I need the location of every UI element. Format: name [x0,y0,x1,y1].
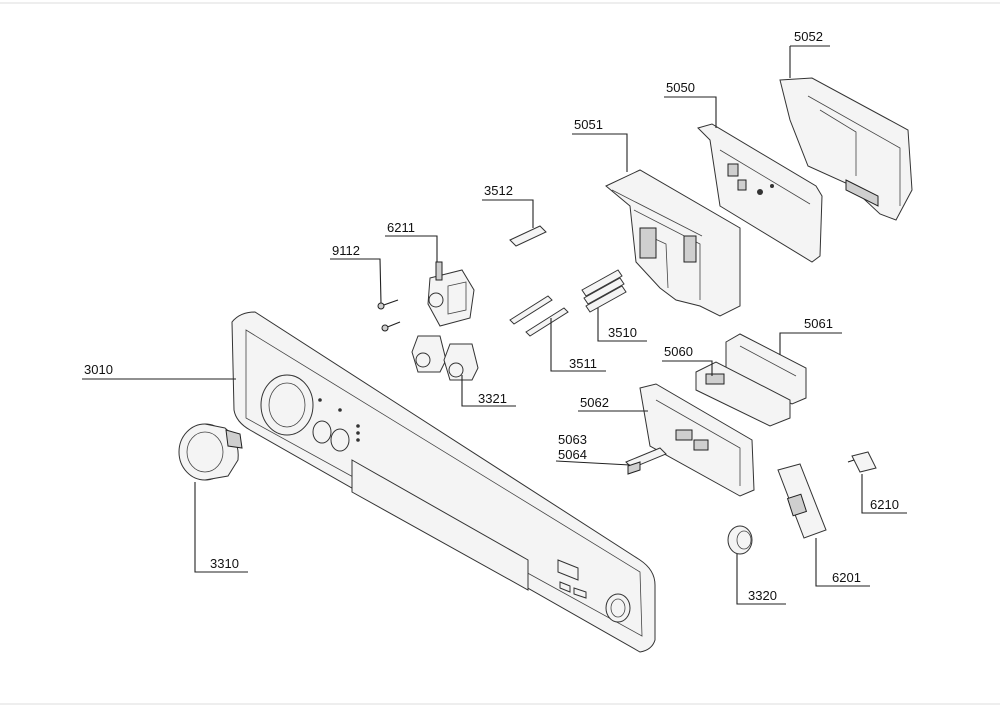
label-5063: 5063 [558,432,587,447]
cover-5052 [779,77,913,221]
electronic-frame-5051 [605,169,741,317]
leader-lines [82,45,907,605]
circuit-board-5050 [697,123,823,263]
part-5060 [695,361,791,427]
label-3511: 3511 [569,356,597,371]
label-5061: 5061 [804,316,833,331]
switch-6211 [427,261,475,327]
pushrods-3511 [509,295,569,337]
cover-plate-6201 [777,463,827,539]
label-6201: 6201 [832,570,861,585]
label-5052: 5052 [794,29,823,44]
buttons-3321 [411,335,479,381]
label-6211: 6211 [387,220,415,235]
knob-3310 [178,423,243,481]
label-5064: 5064 [558,447,587,462]
screws-9112 [377,299,401,332]
label-6210: 6210 [870,497,899,512]
light-pipes-3510 [581,269,627,313]
label-3320: 3320 [748,588,777,603]
label-3310: 3310 [210,556,239,571]
label-5062: 5062 [580,395,609,410]
control-panel-3010 [231,311,656,653]
holder-5062 [639,383,755,497]
label-5050: 5050 [666,80,695,95]
label-3010: 3010 [84,362,113,377]
label-5051: 5051 [574,117,603,132]
part-5063-5064 [625,447,667,475]
part-labels: 3010 3310 9112 6211 3512 3321 3511 3510 … [84,29,899,603]
label-3321: 3321 [478,391,507,406]
button-3320 [727,525,753,555]
label-9112: 9112 [332,243,360,258]
label-3512: 3512 [484,183,513,198]
connector-6210 [847,451,877,473]
light-pipe-3512 [509,225,547,247]
label-5060: 5060 [664,344,693,359]
label-3510: 3510 [608,325,637,340]
